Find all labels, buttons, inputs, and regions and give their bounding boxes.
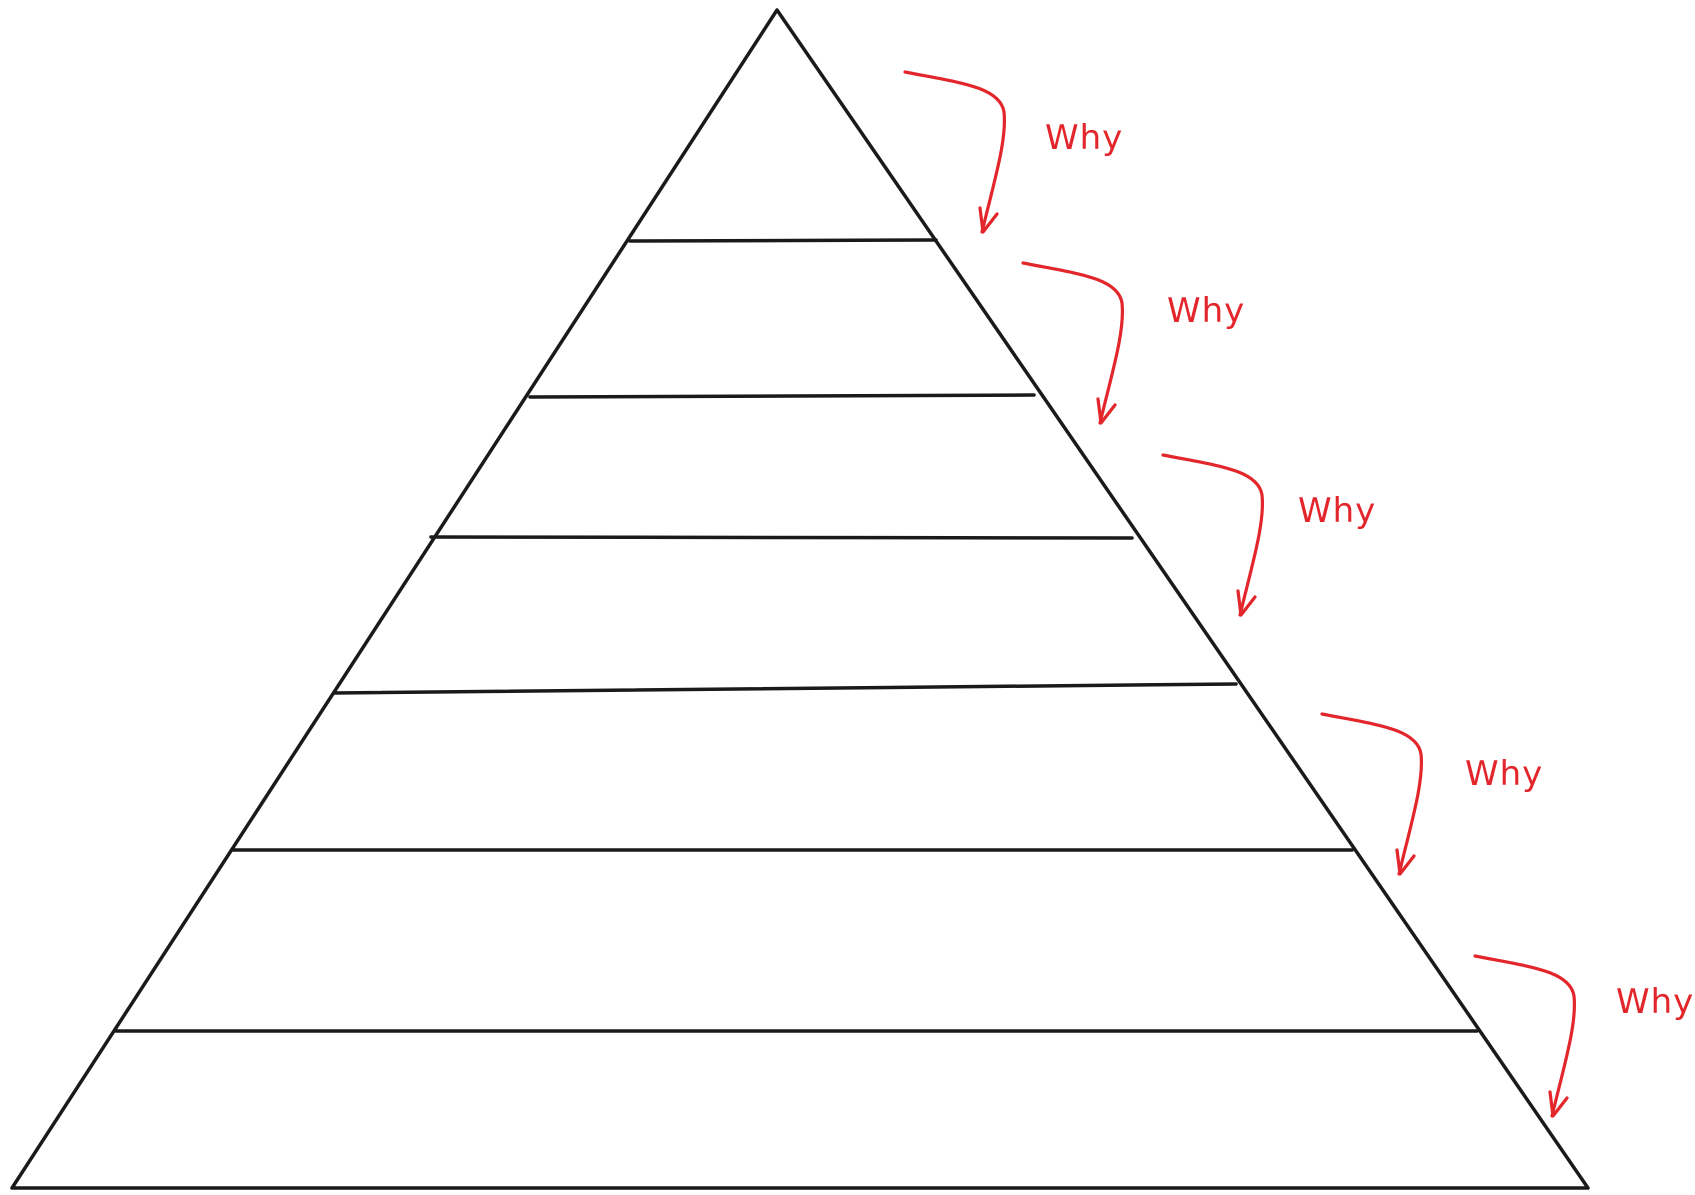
curved-arrow-icon xyxy=(1320,712,1424,876)
why-label: Why xyxy=(1045,118,1123,158)
curved-arrow-icon xyxy=(1021,261,1125,425)
arrowhead-icon xyxy=(1096,397,1117,425)
why-annotation-3: Why xyxy=(1161,453,1376,617)
curved-arrow-icon xyxy=(1161,453,1265,617)
arrowhead-icon xyxy=(978,206,999,234)
pyramid-outline xyxy=(10,8,1590,1190)
why-annotation-4: Why xyxy=(1320,712,1543,876)
why-label: Why xyxy=(1298,491,1376,531)
why-annotation-1: Why xyxy=(903,70,1123,234)
level-divider-4 xyxy=(332,682,1238,695)
why-annotation-2: Why xyxy=(1021,261,1245,425)
curved-arrow-icon xyxy=(1473,954,1577,1118)
why-label: Why xyxy=(1167,291,1245,331)
arrowhead-icon xyxy=(1395,848,1416,876)
level-divider-3 xyxy=(429,535,1134,540)
why-label: Why xyxy=(1616,982,1694,1022)
why-label: Why xyxy=(1465,754,1543,794)
why-annotation-5: Why xyxy=(1473,954,1694,1118)
arrowhead-icon xyxy=(1236,589,1257,617)
curved-arrow-icon xyxy=(903,70,1007,234)
level-divider-2 xyxy=(528,393,1036,399)
level-divider-1 xyxy=(628,238,938,243)
arrowhead-icon xyxy=(1548,1090,1569,1118)
